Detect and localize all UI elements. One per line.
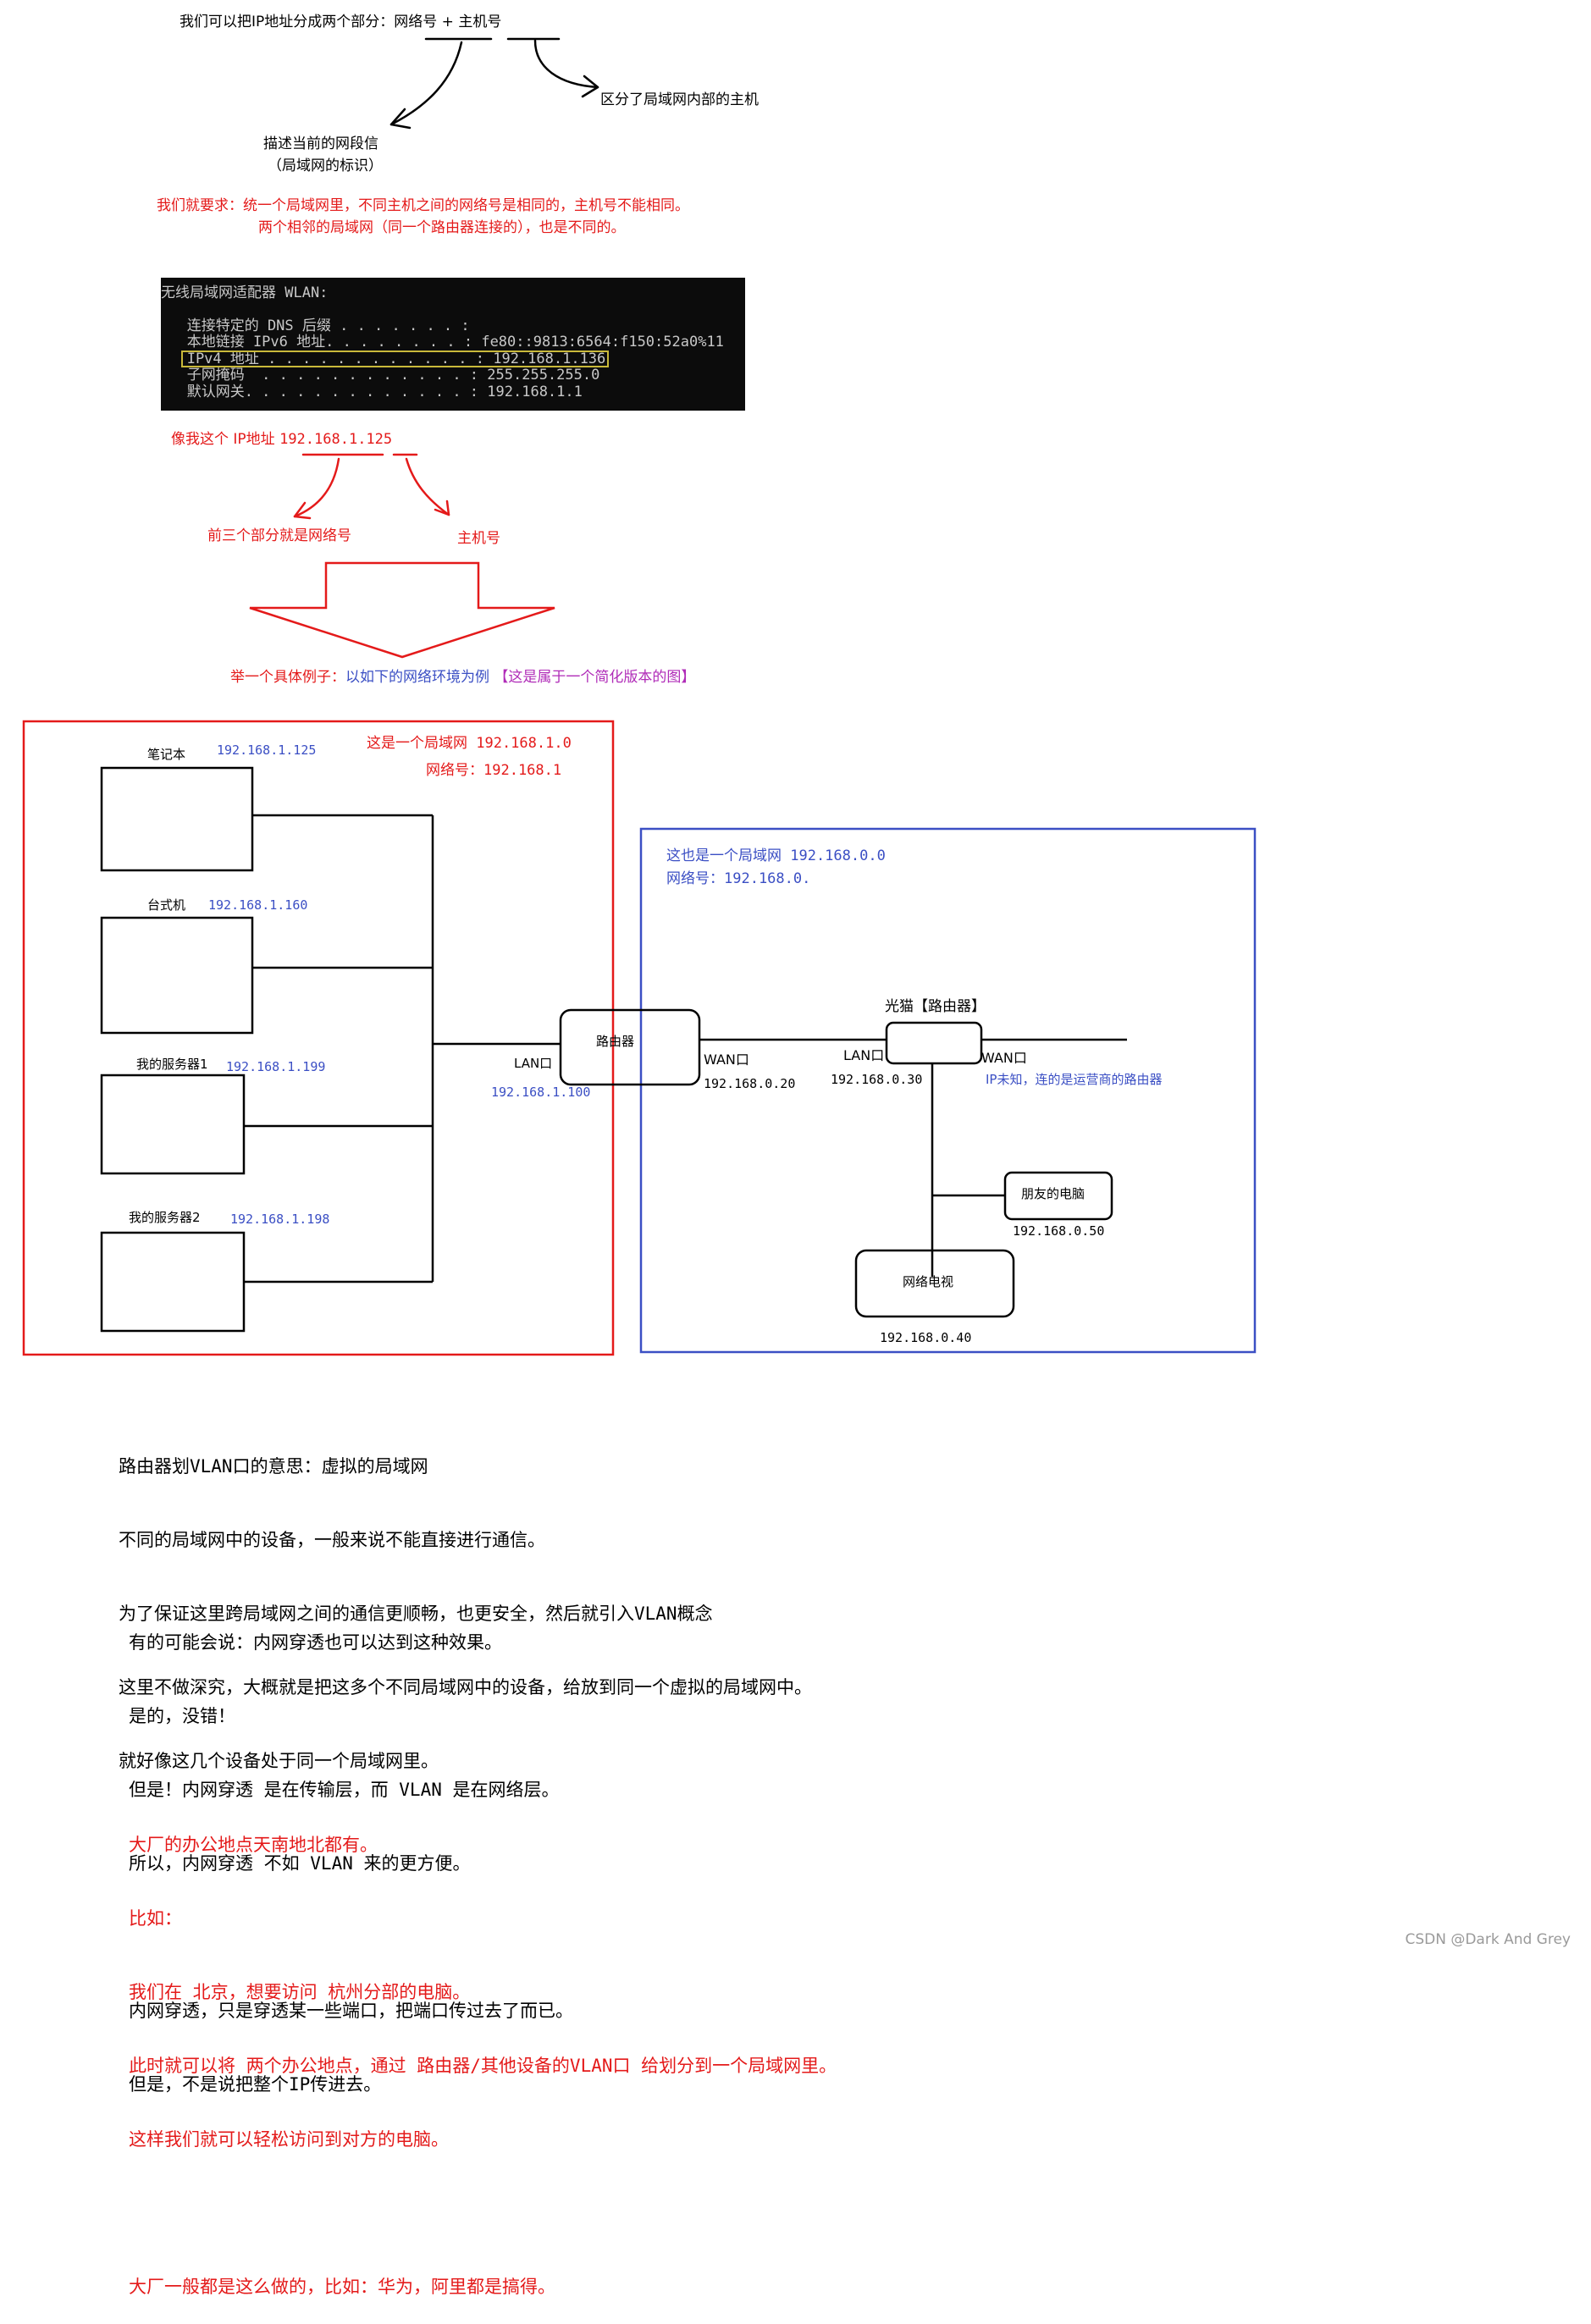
terminal-header: 无线局域网适配器 WLAN: (161, 284, 329, 301)
csdn-watermark: CSDN @Dark And Grey (1405, 1931, 1571, 1948)
para1-line-4: 这里不做深究，大概就是把这多个不同局域网中的设备，给放到同一个虚拟的局域网中。 (119, 1677, 812, 1697)
server1-ip: 192.168.1.199 (226, 1059, 326, 1074)
server2-ip: 192.168.1.198 (230, 1212, 330, 1227)
modem-title: 光猫【路由器】 (885, 998, 986, 1015)
network-part-label: 网络号 (394, 14, 438, 30)
diagram-lines (22, 37, 1257, 1356)
para1-line-2: 不同的局域网中的设备，一般来说不能直接进行通信。 (119, 1530, 545, 1550)
tv-ip: 192.168.0.40 (880, 1330, 972, 1345)
para3-line-1: 大厂的办公地点天南地北都有。 (129, 1835, 378, 1855)
arrow-head-net (389, 108, 412, 130)
ip-split-intro: 我们可以把IP地址分成两个部分：网络号 + 主机号 (180, 15, 501, 30)
modem-box (885, 1021, 983, 1065)
para1-line-5: 就好像这几个设备处于同一个局域网里。 (119, 1751, 439, 1771)
modem-lan-label: LAN口 (843, 1047, 885, 1063)
ipv4-highlight (181, 351, 609, 367)
router-wan-ip: 192.168.0.20 (704, 1076, 796, 1091)
lan2-title: 这也是一个局域网 192.168.0.0 (666, 847, 886, 864)
friend-pc-ip: 192.168.0.50 (1013, 1223, 1105, 1239)
host-part-label: 主机号 (458, 14, 502, 30)
net-description-1: 描述当前的网段信 (263, 135, 378, 152)
terminal-row-dns: 连接特定的 DNS 后缀 . . . . . . . : (161, 317, 470, 334)
arrow-to-net-label (293, 457, 340, 518)
server2-label: 我的服务器2 (129, 1210, 201, 1225)
terminal-row-mask: 子网掩码 . . . . . . . . . . . . : 255.255.2… (161, 367, 600, 384)
desktop-box (100, 916, 254, 1035)
lan-port-label: LAN口 (514, 1056, 553, 1071)
network-part-note: 前三个部分就是网络号 (207, 527, 351, 544)
host-part-note: 主机号 (457, 530, 500, 547)
lan1-netnum: 网络号：192.168.1 (426, 762, 562, 779)
lan-port-ip: 192.168.1.100 (491, 1085, 591, 1100)
laptop-box (100, 766, 254, 872)
para3-line-2: 比如： (129, 1908, 182, 1929)
arrow-head-net-label (293, 501, 312, 520)
example-ip-label: 像我这个 IP地址 (171, 431, 275, 448)
host-description: 区分了局域网内部的主机 (600, 91, 759, 108)
para3-line-4: 此时就可以将 两个办公地点，通过 路由器/其他设备的VLAN口 给划分到一个局域… (129, 2056, 837, 2076)
friend-pc-box (1003, 1171, 1113, 1221)
para3-line-7: 大厂一般都是这么做的，比如：华为，阿里都是搞得。 (129, 2277, 555, 2297)
para2-line-3: 但是！内网穿透 是在传输层，而 VLAN 是在网络层。 (129, 1780, 560, 1800)
desktop-ip: 192.168.1.160 (208, 897, 308, 913)
modem-wan-label: WAN口 (981, 1050, 1027, 1066)
tv-label: 网络电视 (903, 1274, 954, 1289)
enterprise-example: 大厂的办公地点天南地北都有。 比如： 我们在 北京，想要访问 杭州分部的电脑。 … (129, 1784, 837, 2324)
concrete-example-line: 举一个具体例子：以如下的网络环境为例 【这是属于一个简化版本的图】 (230, 671, 695, 685)
lan1-frame (22, 720, 615, 1356)
concrete-blue: 以如下的网络环境为例 (345, 669, 489, 686)
para2-line-1: 有的可能会说：内网穿透也可以达到这种效果。 (129, 1632, 502, 1653)
para2-line-2: 是的，没错！ (129, 1706, 235, 1726)
lan1-title: 这是一个局域网 192.168.1.0 (367, 735, 572, 752)
concrete-purple: 【这是属于一个简化版本的图】 (494, 669, 696, 686)
server2-box (100, 1231, 246, 1333)
lan2-netnum: 网络号：192.168.0. (666, 870, 811, 887)
requirement-line-2: 两个相邻的局域网（同一个路由器连接的），也是不同的。 (258, 219, 626, 236)
arrow-to-host-label (405, 457, 450, 516)
friend-pc-label: 朋友的电脑 (1021, 1186, 1086, 1201)
server1-box (100, 1074, 246, 1175)
arrow-to-net-desc (389, 41, 463, 126)
terminal-row-gateway: 默认网关. . . . . . . . . . . . . : 192.168.… (161, 384, 583, 400)
modem-lan-ip: 192.168.0.30 (831, 1072, 923, 1087)
tv-box (854, 1249, 1015, 1318)
router-wan-label: WAN口 (704, 1052, 749, 1068)
server1-label: 我的服务器1 (136, 1057, 208, 1072)
para1-line-3: 为了保证这里跨局域网之间的通信更顺畅，也更安全，然后就引入VLAN概念 (119, 1604, 713, 1624)
requirement-line-1: 我们就要求：统一个局域网里，不同主机之间的网络号是相同的，主机号不能相同。 (157, 197, 689, 214)
arrow-to-host-desc (533, 39, 599, 89)
terminal-row-ipv6: 本地链接 IPv6 地址. . . . . . . . : fe80::9813… (161, 334, 724, 351)
example-ip-line: 像我这个 IP地址 192.168.1.125 (171, 433, 392, 447)
big-down-arrow (249, 561, 555, 659)
intro-text: 我们可以把IP地址分成两个部分： (180, 14, 395, 30)
para2-line-4: 所以，内网穿透 不如 VLAN 来的更方便。 (129, 1853, 471, 1874)
laptop-ip: 192.168.1.125 (217, 742, 317, 758)
arrow-head-host-label (434, 500, 450, 516)
example-ip-value: 192.168.1.125 (279, 431, 393, 448)
router-box (559, 1008, 701, 1086)
vlan-explanation: 路由器划VLAN口的意思：虚拟的局域网 不同的局域网中的设备，一般来说不能直接进… (119, 1405, 812, 1798)
arrow-head-host (581, 75, 599, 98)
net-description-2: （局域网的标识） (268, 157, 383, 174)
terminal-row-ipv4: IPv4 地址 . . . . . . . . . . . . : 192.16… (161, 351, 606, 367)
terminal-ipconfig: 无线局域网适配器 WLAN: 连接特定的 DNS 后缀 . . . . . . … (161, 278, 745, 411)
desktop-label: 台式机 (147, 897, 186, 913)
para3-line-5: 这样我们就可以轻松访问到对方的电脑。 (129, 2129, 449, 2150)
lan2-frame (639, 827, 1257, 1354)
router-label: 路由器 (596, 1034, 635, 1049)
para1-line-1: 路由器划VLAN口的意思：虚拟的局域网 (119, 1456, 428, 1477)
plus-sign: + (441, 14, 454, 30)
concrete-red: 举一个具体例子： (230, 669, 345, 686)
para3-line-6 (129, 2201, 837, 2226)
laptop-label: 笔记本 (147, 747, 186, 762)
para3-line-3: 我们在 北京，想要访问 杭州分部的电脑。 (129, 1982, 471, 2002)
modem-wan-note: IP未知，连的是运营商的路由器 (986, 1072, 1163, 1087)
